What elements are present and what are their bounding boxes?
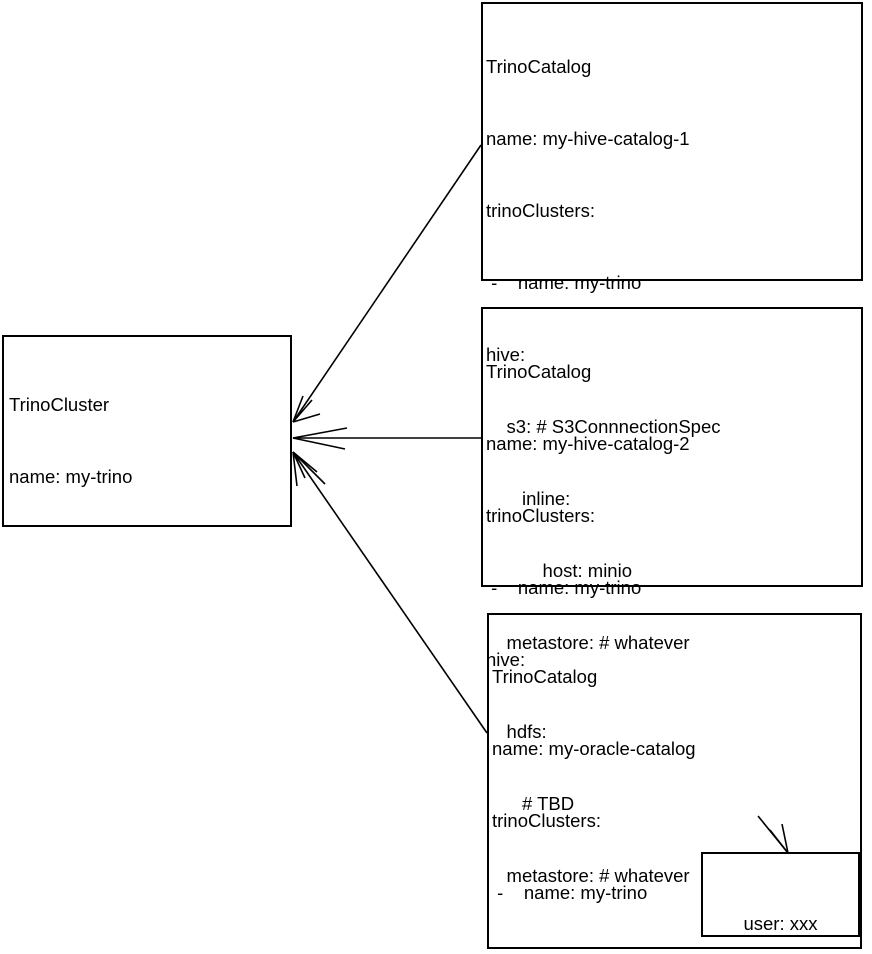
trino-cluster-box[interactable] — [2, 335, 292, 527]
trino-catalog-text-2: TrinoCatalog name: my-hive-catalog-2 tri… — [486, 312, 690, 936]
catalog2-line-kind: TrinoCatalog — [486, 361, 592, 382]
trino-catalog-text-3: TrinoCatalog name: my-oracle-catalog tri… — [492, 617, 815, 954]
catalog1-line-s3: s3: # S3ConnnectionSpec — [486, 416, 721, 437]
trino-catalog-text-1: TrinoCatalog name: my-hive-catalog-1 tri… — [486, 7, 720, 703]
catalog1-line-trinoclusters: trinoClusters: — [486, 200, 595, 221]
edge-catalog1-to-cluster — [292, 144, 482, 423]
catalog2-line-cluster-name: - name: my-trino — [486, 577, 642, 598]
catalog1-line-metastore: metastore: # whatever — [486, 632, 690, 653]
catalog2-line-tbd: # TBD — [486, 793, 575, 814]
catalog1-line-cluster-name: - name: my-trino — [486, 272, 642, 293]
trino-catalog-box-2[interactable] — [481, 307, 863, 587]
catalog2-line-hdfs: hdfs: — [486, 721, 547, 742]
catalog1-line-host: host: minio — [486, 560, 632, 581]
catalog1-line-kind: TrinoCatalog — [486, 56, 592, 77]
catalog3-line-name: name: my-oracle-catalog — [492, 738, 696, 759]
cluster-line-kind: TrinoCluster — [9, 394, 110, 415]
cluster-line-name: name: my-trino — [9, 466, 133, 487]
catalog3-line-kind: TrinoCatalog — [492, 666, 598, 687]
credentials-line-user: user: xxx — [743, 913, 818, 934]
credentials-secret-text: user: xxx password: xxx — [711, 864, 850, 954]
catalog3-line-trinoclusters: trinoClusters: — [492, 810, 601, 831]
trino-catalog-box-1[interactable] — [481, 2, 863, 281]
catalog3-line-cluster-name: - name: my-trino — [492, 882, 648, 903]
catalog2-line-hive: hive: — [486, 649, 526, 670]
catalog1-line-inline: inline: — [486, 488, 571, 509]
catalog2-line-metastore: metastore: # whatever — [486, 865, 690, 886]
trino-cluster-text: TrinoCluster name: my-trino — [9, 345, 132, 537]
edge-catalog2-to-cluster — [292, 427, 481, 450]
catalog1-line-name: name: my-hive-catalog-1 — [486, 128, 690, 149]
catalog1-line-hive: hive: — [486, 344, 526, 365]
edge-catalog3-to-cluster — [292, 451, 488, 734]
catalog2-line-trinoclusters: trinoClusters: — [486, 505, 595, 526]
credentials-secret-box[interactable] — [701, 852, 860, 937]
catalog2-line-name: name: my-hive-catalog-2 — [486, 433, 690, 454]
trino-catalog-box-3[interactable] — [487, 613, 862, 949]
